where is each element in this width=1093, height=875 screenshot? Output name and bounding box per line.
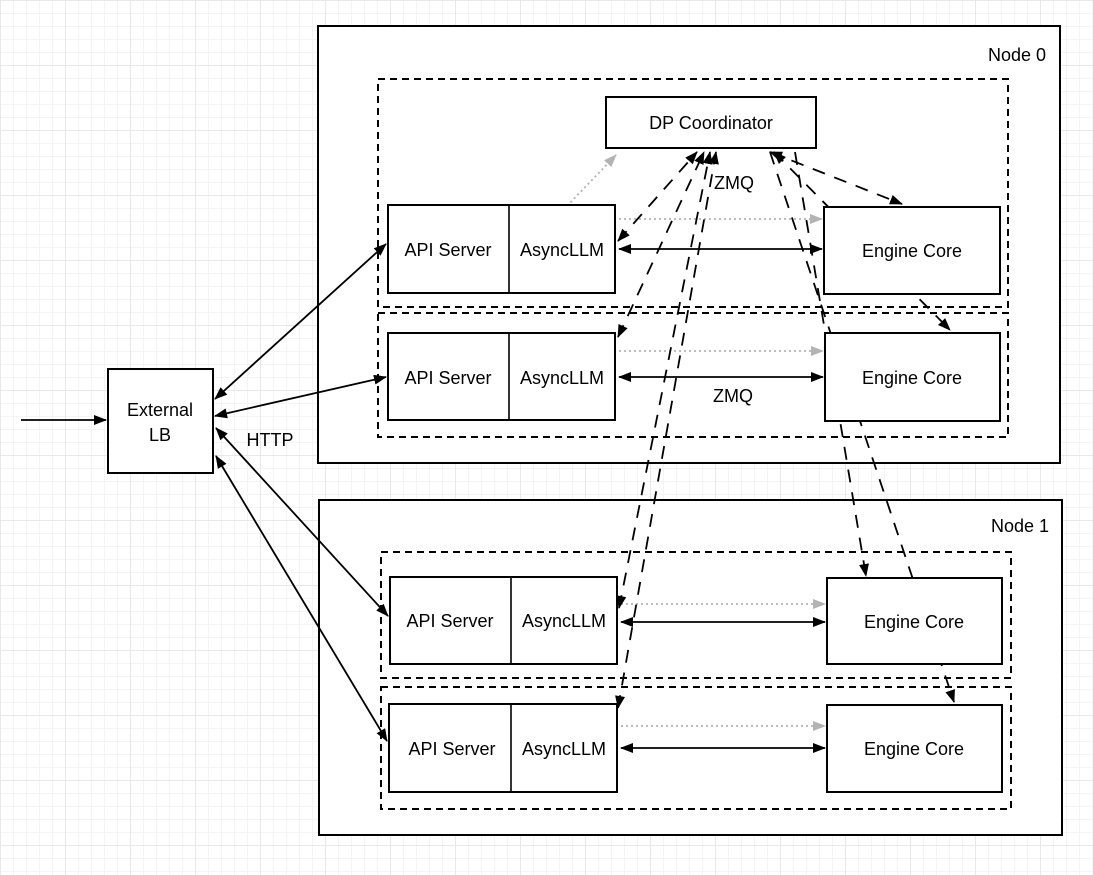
- http-label: HTTP: [247, 430, 294, 450]
- node1-row1-engine-core-box: [826, 704, 1003, 793]
- dp-coordinator-label: DP Coordinator: [649, 113, 773, 133]
- node1-row1-frontend-box: [388, 703, 618, 793]
- node0-row0-engine-core-box: [823, 206, 1001, 295]
- node1-label: Node 1: [991, 516, 1049, 536]
- engine-core-label: Engine Core: [864, 612, 964, 632]
- zmq-coordinator-label: ZMQ: [714, 173, 754, 193]
- edge-lb-api11: [215, 455, 388, 742]
- engine-core-label: Engine Core: [862, 241, 962, 261]
- asyncllm-label: AsyncLLM: [522, 739, 606, 759]
- node1-row0-engine-core-box: [826, 577, 1003, 665]
- node0-replica0-group: [377, 78, 1009, 308]
- api-server-label: API Server: [406, 611, 493, 631]
- node0-row0-frontend-box: [387, 204, 616, 294]
- dp-coordinator-box: [605, 96, 817, 149]
- edge-asyncllm00-coordinator-dotted: [566, 154, 617, 207]
- api-server-label: API Server: [404, 368, 491, 388]
- external-lb-label-line2: LB: [149, 425, 171, 445]
- edge-asyncllm11-coordinator: [615, 151, 719, 709]
- engine-core-label: Engine Core: [862, 368, 962, 388]
- node1-row0-frontend-box: [389, 576, 618, 665]
- external-lb-label-line1: External: [127, 400, 193, 420]
- engine-core-label: Engine Core: [864, 739, 964, 759]
- node0-row1-frontend-box: [387, 332, 616, 421]
- asyncllm-label: AsyncLLM: [522, 611, 606, 631]
- api-server-label: API Server: [408, 739, 495, 759]
- node0-label: Node 0: [988, 45, 1046, 65]
- asyncllm-label: AsyncLLM: [520, 368, 604, 388]
- zmq-engine-label: ZMQ: [713, 386, 753, 406]
- node0-row1-engine-core-box: [824, 332, 1001, 422]
- external-lb-box: [107, 368, 214, 474]
- edge-lb-api01: [214, 374, 387, 419]
- edge-lb-api00: [214, 243, 387, 400]
- api-server-label: API Server: [404, 240, 491, 260]
- asyncllm-label: AsyncLLM: [520, 240, 604, 260]
